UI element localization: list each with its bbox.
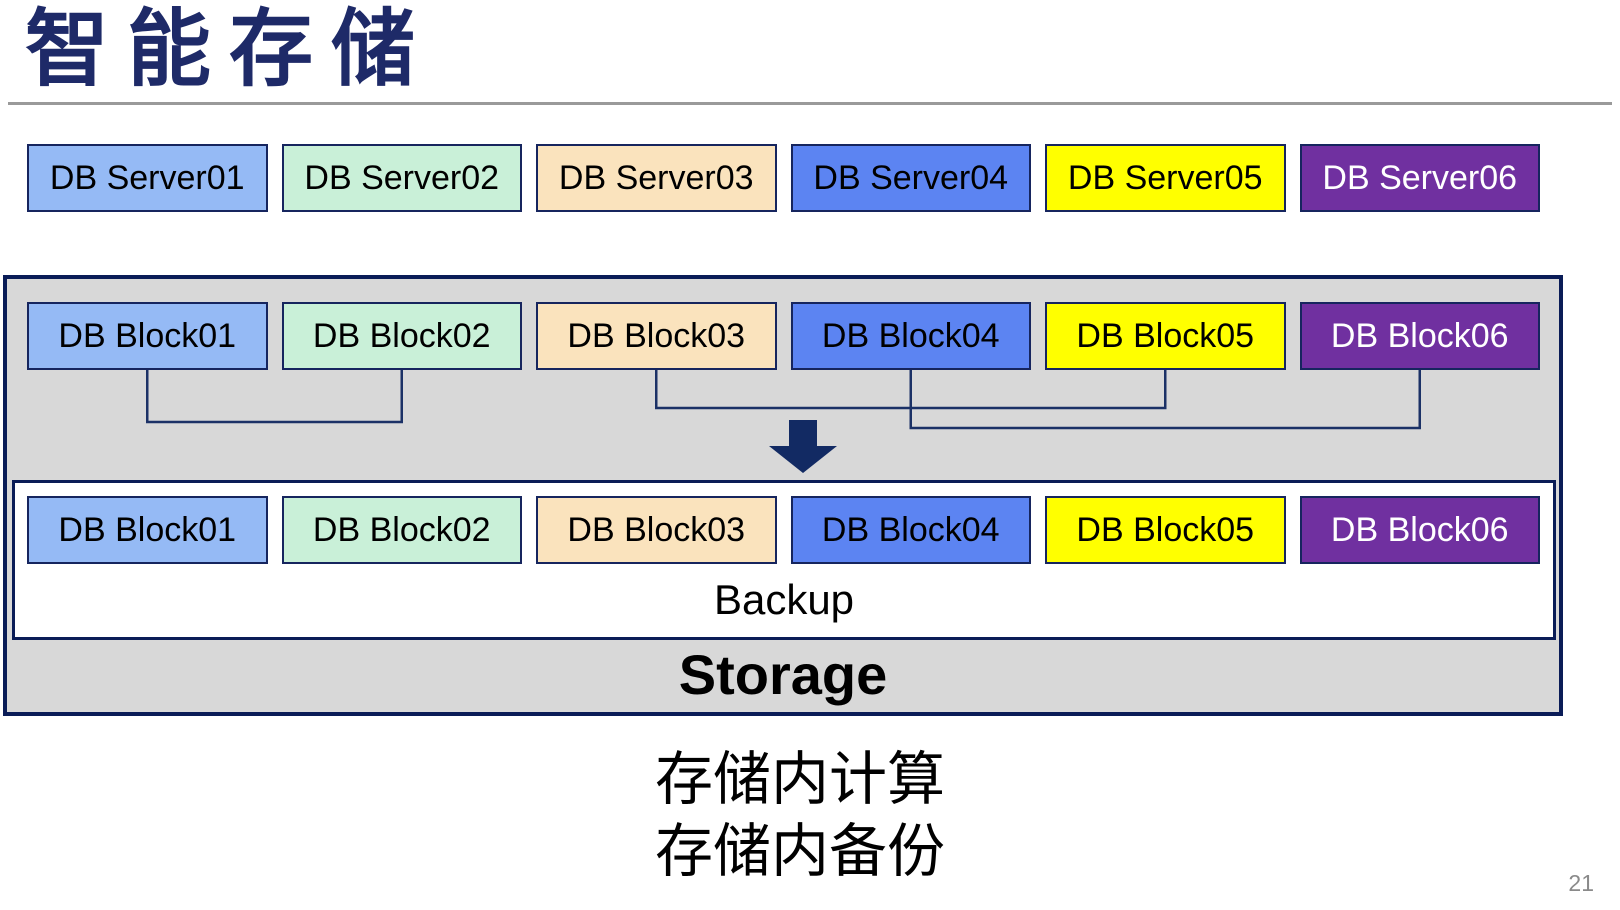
caption-line-2: 存储内备份 [655, 819, 946, 884]
db-block-source-box-1: DB Block01 [27, 302, 268, 370]
db-block-backup-box-6: DB Block06 [1299, 496, 1540, 564]
db-block-row-source: DB Block01 DB Block02 DB Block03 DB Bloc… [27, 302, 1540, 370]
db-block-source-box-5: DB Block05 [1045, 302, 1286, 370]
db-block-backup-box-4: DB Block04 [790, 496, 1031, 564]
db-server-box-2: DB Server02 [281, 144, 522, 212]
db-block-backup-box-3: DB Block03 [536, 496, 777, 564]
storage-label: Storage [678, 643, 888, 706]
backup-label: Backup [713, 576, 855, 623]
page-number: 21 [1568, 870, 1594, 896]
db-block-backup-box-5: DB Block05 [1045, 496, 1286, 564]
slide-title: 智能存储 [25, 2, 434, 96]
db-server-row: DB Server01 DB Server02 DB Server03 DB S… [27, 144, 1540, 212]
backup-box [12, 480, 1556, 640]
db-block-backup-box-2: DB Block02 [281, 496, 522, 564]
caption: 存储内计算 存储内备份 [655, 744, 945, 888]
db-server-box-3: DB Server03 [536, 144, 777, 212]
db-server-box-6: DB Server06 [1299, 144, 1540, 212]
db-block-source-box-2: DB Block02 [281, 302, 522, 370]
db-server-box-1: DB Server01 [27, 144, 268, 212]
db-server-box-5: DB Server05 [1045, 144, 1286, 212]
title-divider [8, 102, 1612, 105]
db-block-source-box-3: DB Block03 [536, 302, 777, 370]
db-block-source-box-6: DB Block06 [1299, 302, 1540, 370]
db-block-backup-box-1: DB Block01 [27, 496, 268, 564]
db-server-box-4: DB Server04 [790, 144, 1031, 212]
db-block-row-backup: DB Block01 DB Block02 DB Block03 DB Bloc… [27, 496, 1540, 564]
caption-line-1: 存储内计算 [655, 747, 946, 812]
db-block-source-box-4: DB Block04 [790, 302, 1031, 370]
